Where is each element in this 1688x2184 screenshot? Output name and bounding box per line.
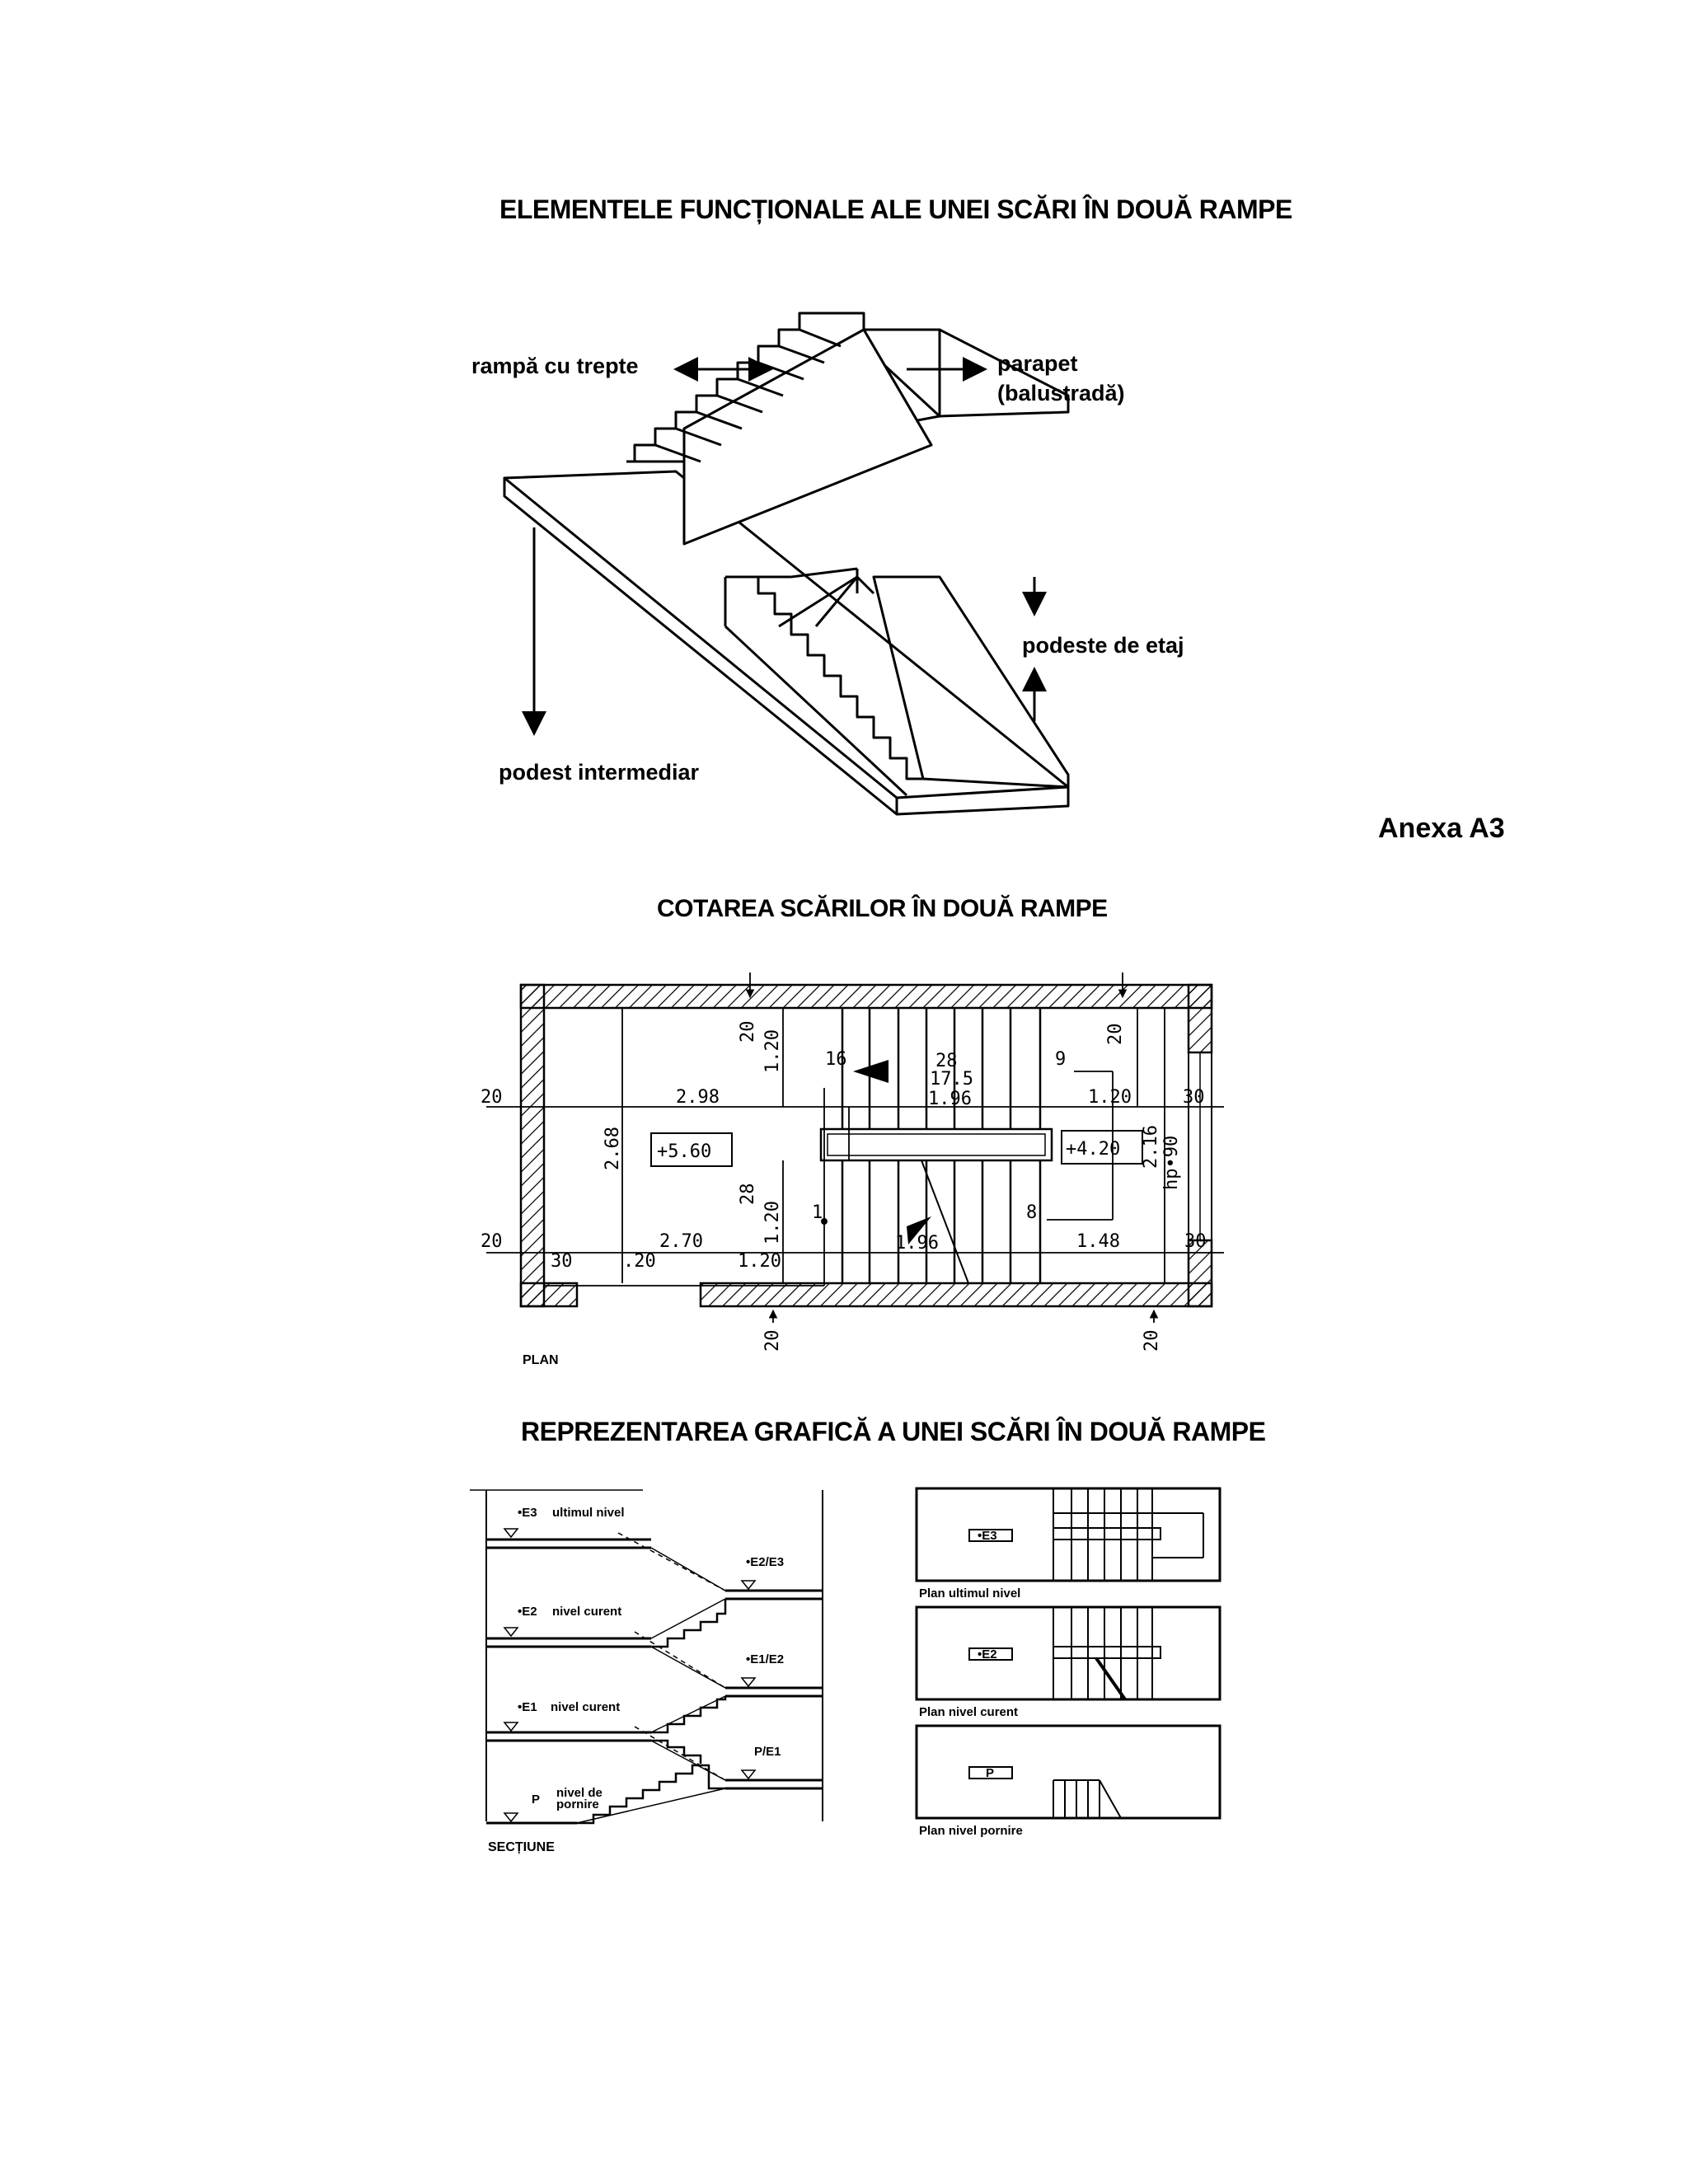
mini-plan-tag-e2: •E2: [978, 1647, 997, 1661]
title-graphic-representation: REPREZENTAREA GRAFICĂ A UNEI SCĂRI ÎN DO…: [521, 1417, 1266, 1446]
section-e2e3: •E2/E3: [746, 1555, 784, 1569]
mini-plan-middle: [915, 1605, 1221, 1701]
label-parapet: parapet: [997, 351, 1078, 376]
plan-caption: PLAN: [523, 1353, 559, 1367]
step-9: 9: [1055, 1049, 1066, 1070]
isometric-stair-drawing: [503, 312, 1070, 816]
dim-1-20-mid: 1.20: [762, 1201, 783, 1244]
dim-1-20-bottom: 1.20: [738, 1251, 781, 1272]
section-e2: •E2: [518, 1605, 537, 1619]
section-labels: •E3 ultimul nivel •E2 nivel curent •E1 n…: [488, 1506, 784, 1854]
title-dimensioning: COTAREA SCĂRILOR ÎN DOUĂ RAMPE: [657, 895, 1108, 922]
mini-plan-tag-e3: •E3: [978, 1529, 997, 1543]
dim-20-bottom: .20: [623, 1251, 656, 1272]
isometric-labels: rampă cu trepte parapet (balustradă) pod…: [471, 351, 1184, 785]
dim-2-68: 2.68: [603, 1127, 623, 1170]
step-16: 16: [825, 1049, 847, 1070]
dim-20-top-right: 20: [1105, 1024, 1126, 1046]
section-drawing: [470, 1489, 823, 1825]
mini-plan-labels: •E3 Plan ultimul nivel •E2 Plan nivel cu…: [919, 1529, 1023, 1838]
section-p-note-1: nivel de: [556, 1786, 603, 1800]
dim-2-98: 2.98: [676, 1087, 720, 1108]
section-p: P: [532, 1793, 540, 1807]
section-e1: •E1: [518, 1700, 537, 1714]
dim-1-20-right: 1.20: [1088, 1087, 1132, 1108]
section-e2-note: nivel curent: [552, 1605, 621, 1619]
section-e1-note: nivel curent: [551, 1700, 620, 1714]
title-functional-elements: ELEMENTELE FUNCȚIONALE ALE UNEI SCĂRI ÎN…: [499, 194, 1292, 224]
section-p-note-2: pornire: [556, 1797, 599, 1811]
mini-plan-caption-middle: Plan nivel curent: [919, 1705, 1018, 1719]
dim-30-right-bottom: 30: [1184, 1231, 1207, 1252]
section-pe1: P/E1: [754, 1745, 781, 1759]
section-caption: SECȚIUNE: [488, 1840, 555, 1854]
step-8: 8: [1026, 1202, 1037, 1223]
level-right: +4.20: [1066, 1139, 1120, 1160]
label-intermediate-landing: podest intermediar: [499, 760, 700, 785]
dim-2-16: 2.16: [1141, 1125, 1161, 1169]
step-1: 1: [812, 1202, 823, 1223]
label-floor-landing: podeste de etaj: [1022, 633, 1184, 658]
dim-2-70: 2.70: [659, 1231, 703, 1252]
dim-17-5: 17.5: [930, 1069, 973, 1090]
dim-20-left-top: 20: [481, 1087, 503, 1108]
mini-plan-top: [915, 1487, 1221, 1582]
dim-30-bottom: 30: [551, 1251, 573, 1272]
dim-1-48: 1.48: [1076, 1231, 1120, 1252]
dim-28: 28: [935, 1051, 958, 1071]
section-e1e2: •E1/E2: [746, 1652, 784, 1666]
annex-label: Anexa A3: [1378, 813, 1505, 844]
dim-20-top-left: 20: [738, 1021, 758, 1043]
dim-hp-90: hp•90: [1161, 1136, 1182, 1190]
section-e3: •E3: [518, 1506, 537, 1520]
label-parapet-balustrade: (balustradă): [997, 381, 1125, 405]
dim-1-20-top: 1.20: [762, 1029, 783, 1073]
dim-20-bottom-left: 20: [762, 1330, 783, 1352]
plan-drawing: +5.60 +4.20 20 2.98 1.20: [481, 972, 1224, 1367]
mini-plan-caption-top: Plan ultimul nivel: [919, 1586, 1020, 1601]
dim-20-left-bottom: 20: [481, 1231, 503, 1252]
mini-plan-bottom: [915, 1724, 1221, 1820]
dim-20-bottom-right: 20: [1142, 1330, 1162, 1352]
label-ramp: rampă cu trepte: [471, 354, 639, 378]
section-e3-note: ultimul nivel: [552, 1506, 625, 1520]
dim-28-mid: 28: [738, 1183, 758, 1206]
dim-30-right: 30: [1183, 1087, 1205, 1108]
level-left: +5.60: [657, 1141, 711, 1162]
dim-1-96-bottom: 1.96: [895, 1233, 939, 1254]
dim-1-96-top: 1.96: [928, 1089, 972, 1109]
mini-plan-caption-bottom: Plan nivel pornire: [919, 1824, 1023, 1838]
mini-plan-tag-p: P: [986, 1766, 994, 1780]
